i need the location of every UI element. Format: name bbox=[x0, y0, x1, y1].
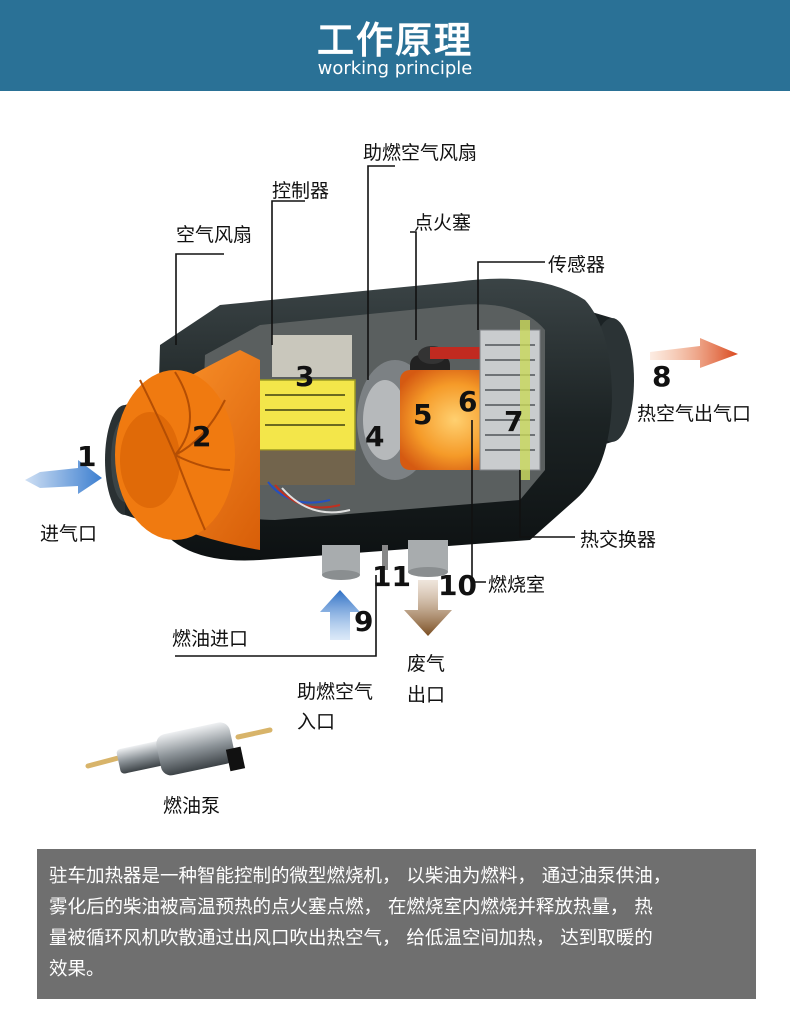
part-number-6: 6 bbox=[458, 385, 478, 418]
label-combustion-air-inlet-line2: 入口 bbox=[297, 711, 336, 733]
leader-heat-exchanger bbox=[519, 470, 575, 538]
part-number-5: 5 bbox=[413, 398, 433, 431]
label-controller: 控制器 bbox=[272, 180, 330, 202]
label-combustion-air-inlet-line1: 助燃空气 bbox=[297, 681, 374, 703]
label-air-fan: 空气风扇 bbox=[176, 224, 253, 246]
leader-combustion-chamber bbox=[471, 420, 486, 583]
leader-combustion-fan bbox=[367, 165, 395, 380]
hot-air-out-arrow bbox=[650, 338, 738, 368]
part-number-11: 11 bbox=[372, 560, 411, 593]
controller-glow bbox=[255, 450, 355, 485]
part-number-10: 10 bbox=[438, 569, 477, 602]
exhaust-out-arrow bbox=[404, 580, 452, 636]
description-line: 驻车加热器是一种智能控制的微型燃烧机， 以柴油为燃料， 通过油泵供油， bbox=[49, 866, 672, 887]
combustion-air-in-arrow bbox=[320, 590, 360, 640]
part-number-8: 8 bbox=[652, 360, 672, 393]
label-fuel-inlet: 燃油进口 bbox=[172, 628, 249, 650]
fuel-pipe bbox=[382, 545, 388, 570]
part-number-2: 2 bbox=[192, 420, 212, 453]
sensor-element bbox=[430, 347, 490, 359]
part-number-9: 9 bbox=[354, 605, 374, 638]
label-combustion-chamber: 燃烧室 bbox=[488, 574, 546, 596]
label-fuel-pump: 燃油泵 bbox=[163, 795, 221, 817]
heater-cutaway-illustration bbox=[25, 165, 738, 776]
label-exhaust-line1: 废气 bbox=[407, 653, 446, 675]
label-heat-exchanger: 热交换器 bbox=[580, 529, 657, 551]
part-number-3: 3 bbox=[295, 360, 315, 393]
header-banner: 工作原理 working principle bbox=[0, 0, 790, 91]
leader-glow-plug bbox=[410, 231, 417, 340]
leader-fan bbox=[175, 253, 224, 345]
part-number-7: 7 bbox=[504, 405, 524, 438]
controller-board bbox=[254, 379, 356, 451]
page-title: 工作原理 bbox=[317, 19, 473, 62]
label-sensor: 传感器 bbox=[548, 254, 606, 276]
label-glow-plug: 点火塞 bbox=[414, 212, 472, 234]
label-hot-air-outlet: 热空气出气口 bbox=[637, 403, 752, 425]
leader-controller bbox=[271, 200, 305, 345]
description-line: 效果。 bbox=[49, 959, 105, 980]
label-combustion-air-fan: 助燃空气风扇 bbox=[363, 142, 478, 164]
part-number-1: 1 bbox=[77, 440, 97, 473]
page-subtitle: working principle bbox=[317, 58, 473, 79]
label-exhaust-line2: 出口 bbox=[407, 684, 446, 706]
part-number-4: 4 bbox=[365, 420, 385, 453]
label-air-inlet: 进气口 bbox=[40, 523, 98, 545]
description-line: 雾化后的柴油被高温预热的点火塞点燃， 在燃烧室内燃烧并释放热量， 热 bbox=[49, 897, 653, 918]
leader-fuel-inlet bbox=[175, 575, 377, 657]
inlet-air-arrow bbox=[25, 460, 102, 494]
exhaust-pipe bbox=[408, 540, 448, 572]
description-box: 驻车加热器是一种智能控制的微型燃烧机， 以柴油为燃料， 通过油泵供油， 雾化后的… bbox=[37, 849, 756, 999]
fuel-pump bbox=[85, 722, 273, 776]
leader-sensor bbox=[477, 261, 545, 330]
description-line: 量被循环风机吹散通过出风口吹出热空气， 给低温空间加热， 达到取暖的 bbox=[49, 928, 653, 949]
controller-housing bbox=[272, 335, 352, 377]
